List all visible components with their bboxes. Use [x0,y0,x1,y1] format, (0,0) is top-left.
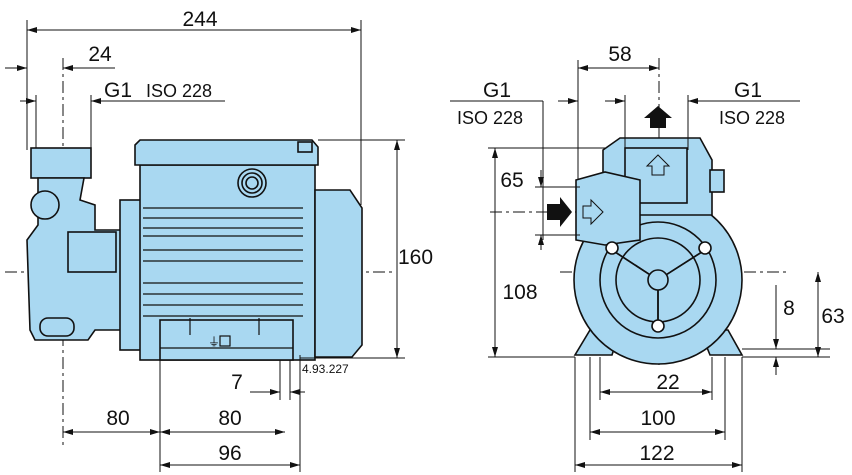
side-inlet-thread: G1 [104,79,132,102]
side-inlet-standard: ISO 228 [146,81,212,101]
dim-96: 96 [218,442,241,465]
dim-7: 7 [231,371,243,394]
motor: ⏚ [134,139,363,361]
dim-100: 100 [640,407,675,430]
dim-24: 24 [88,43,112,66]
dim-108: 108 [502,281,537,304]
front-inlet-thread: G1 [483,79,511,102]
dim-65: 65 [500,169,523,192]
front-outlet-thread: G1 [734,79,762,102]
dim-22: 22 [656,371,679,394]
dim-80-right: 80 [218,407,241,430]
dim-122: 122 [639,442,674,465]
dim-58: 58 [608,43,631,66]
dim-63: 63 [821,305,844,328]
pump-front [547,106,744,365]
flow-up-icon [645,154,671,176]
dim-160: 160 [398,246,433,269]
cooling-fins [143,207,303,317]
dim-80-left: 80 [106,407,129,430]
front-inlet-standard: ISO 228 [457,108,523,128]
ground-symbol: ⏚ [208,335,220,349]
side-view: ⏚ 244 24 G1 ISO 228 160 4.93.227 7 80 [5,8,433,472]
outlet-arrow-icon [644,106,672,128]
drawing-code: 4.93.227 [302,362,349,376]
dim-8: 8 [783,297,795,320]
flow-right-icon [582,198,604,226]
inlet-arrow-icon [547,197,572,227]
pump-head [26,147,143,351]
front-view: 58 G1 ISO 228 G1 ISO 228 65 108 8 63 [450,43,845,472]
front-outlet-standard: ISO 228 [719,108,785,128]
dim-244: 244 [182,8,217,31]
